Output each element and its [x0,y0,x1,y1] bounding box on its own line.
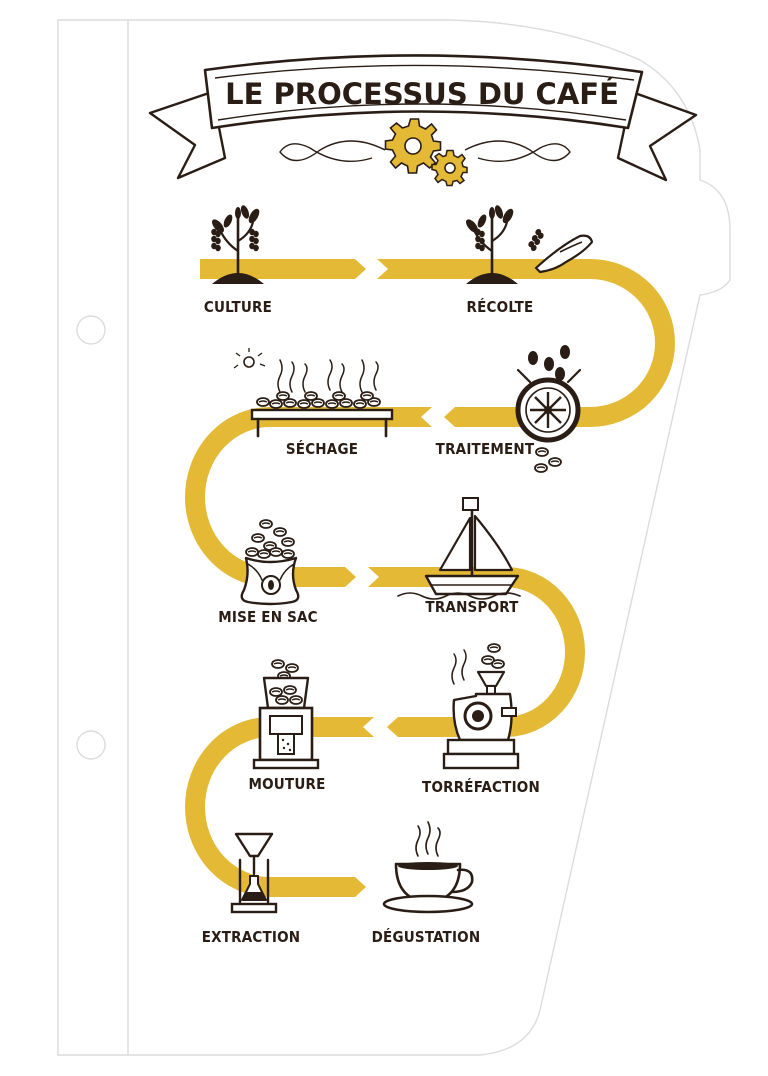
depulper-wheel-icon [515,345,582,473]
pour-over-icon [230,832,278,914]
title-banner: LE PROCESSUS DU CAFÉ [148,54,698,182]
step-label-extraction: EXTRACTION [202,928,301,946]
step-label-mise-en-sac: MISE EN SAC [218,608,318,626]
drying-table-icon [233,348,394,438]
binder-hole-top [76,315,106,345]
gears-icon [384,118,468,187]
step-label-sechage: SÉCHAGE [286,439,358,458]
page-title: LE PROCESSUS DU CAFÉ [225,77,619,111]
sailboat-icon [397,497,521,600]
coffee-sack-icon [240,519,300,606]
step-label-traitement: TRAITEMENT [436,440,535,458]
harvest-hand-icon [462,202,594,286]
page-outline [57,19,731,1056]
step-label-mouture: MOUTURE [248,775,325,793]
step-label-culture: CULTURE [204,298,272,316]
grinder-icon [252,659,320,770]
step-label-transport: TRANSPORT [425,598,519,616]
flourish-decoration [279,140,571,163]
roaster-machine-icon [442,643,520,770]
coffee-cup-icon [382,821,474,914]
step-label-recolte: RÉCOLTE [467,297,534,316]
step-label-torrefaction: TORRÉFACTION [422,777,540,796]
binder-hole-bottom [76,730,106,760]
step-label-degustation: DÉGUSTATION [372,927,481,946]
